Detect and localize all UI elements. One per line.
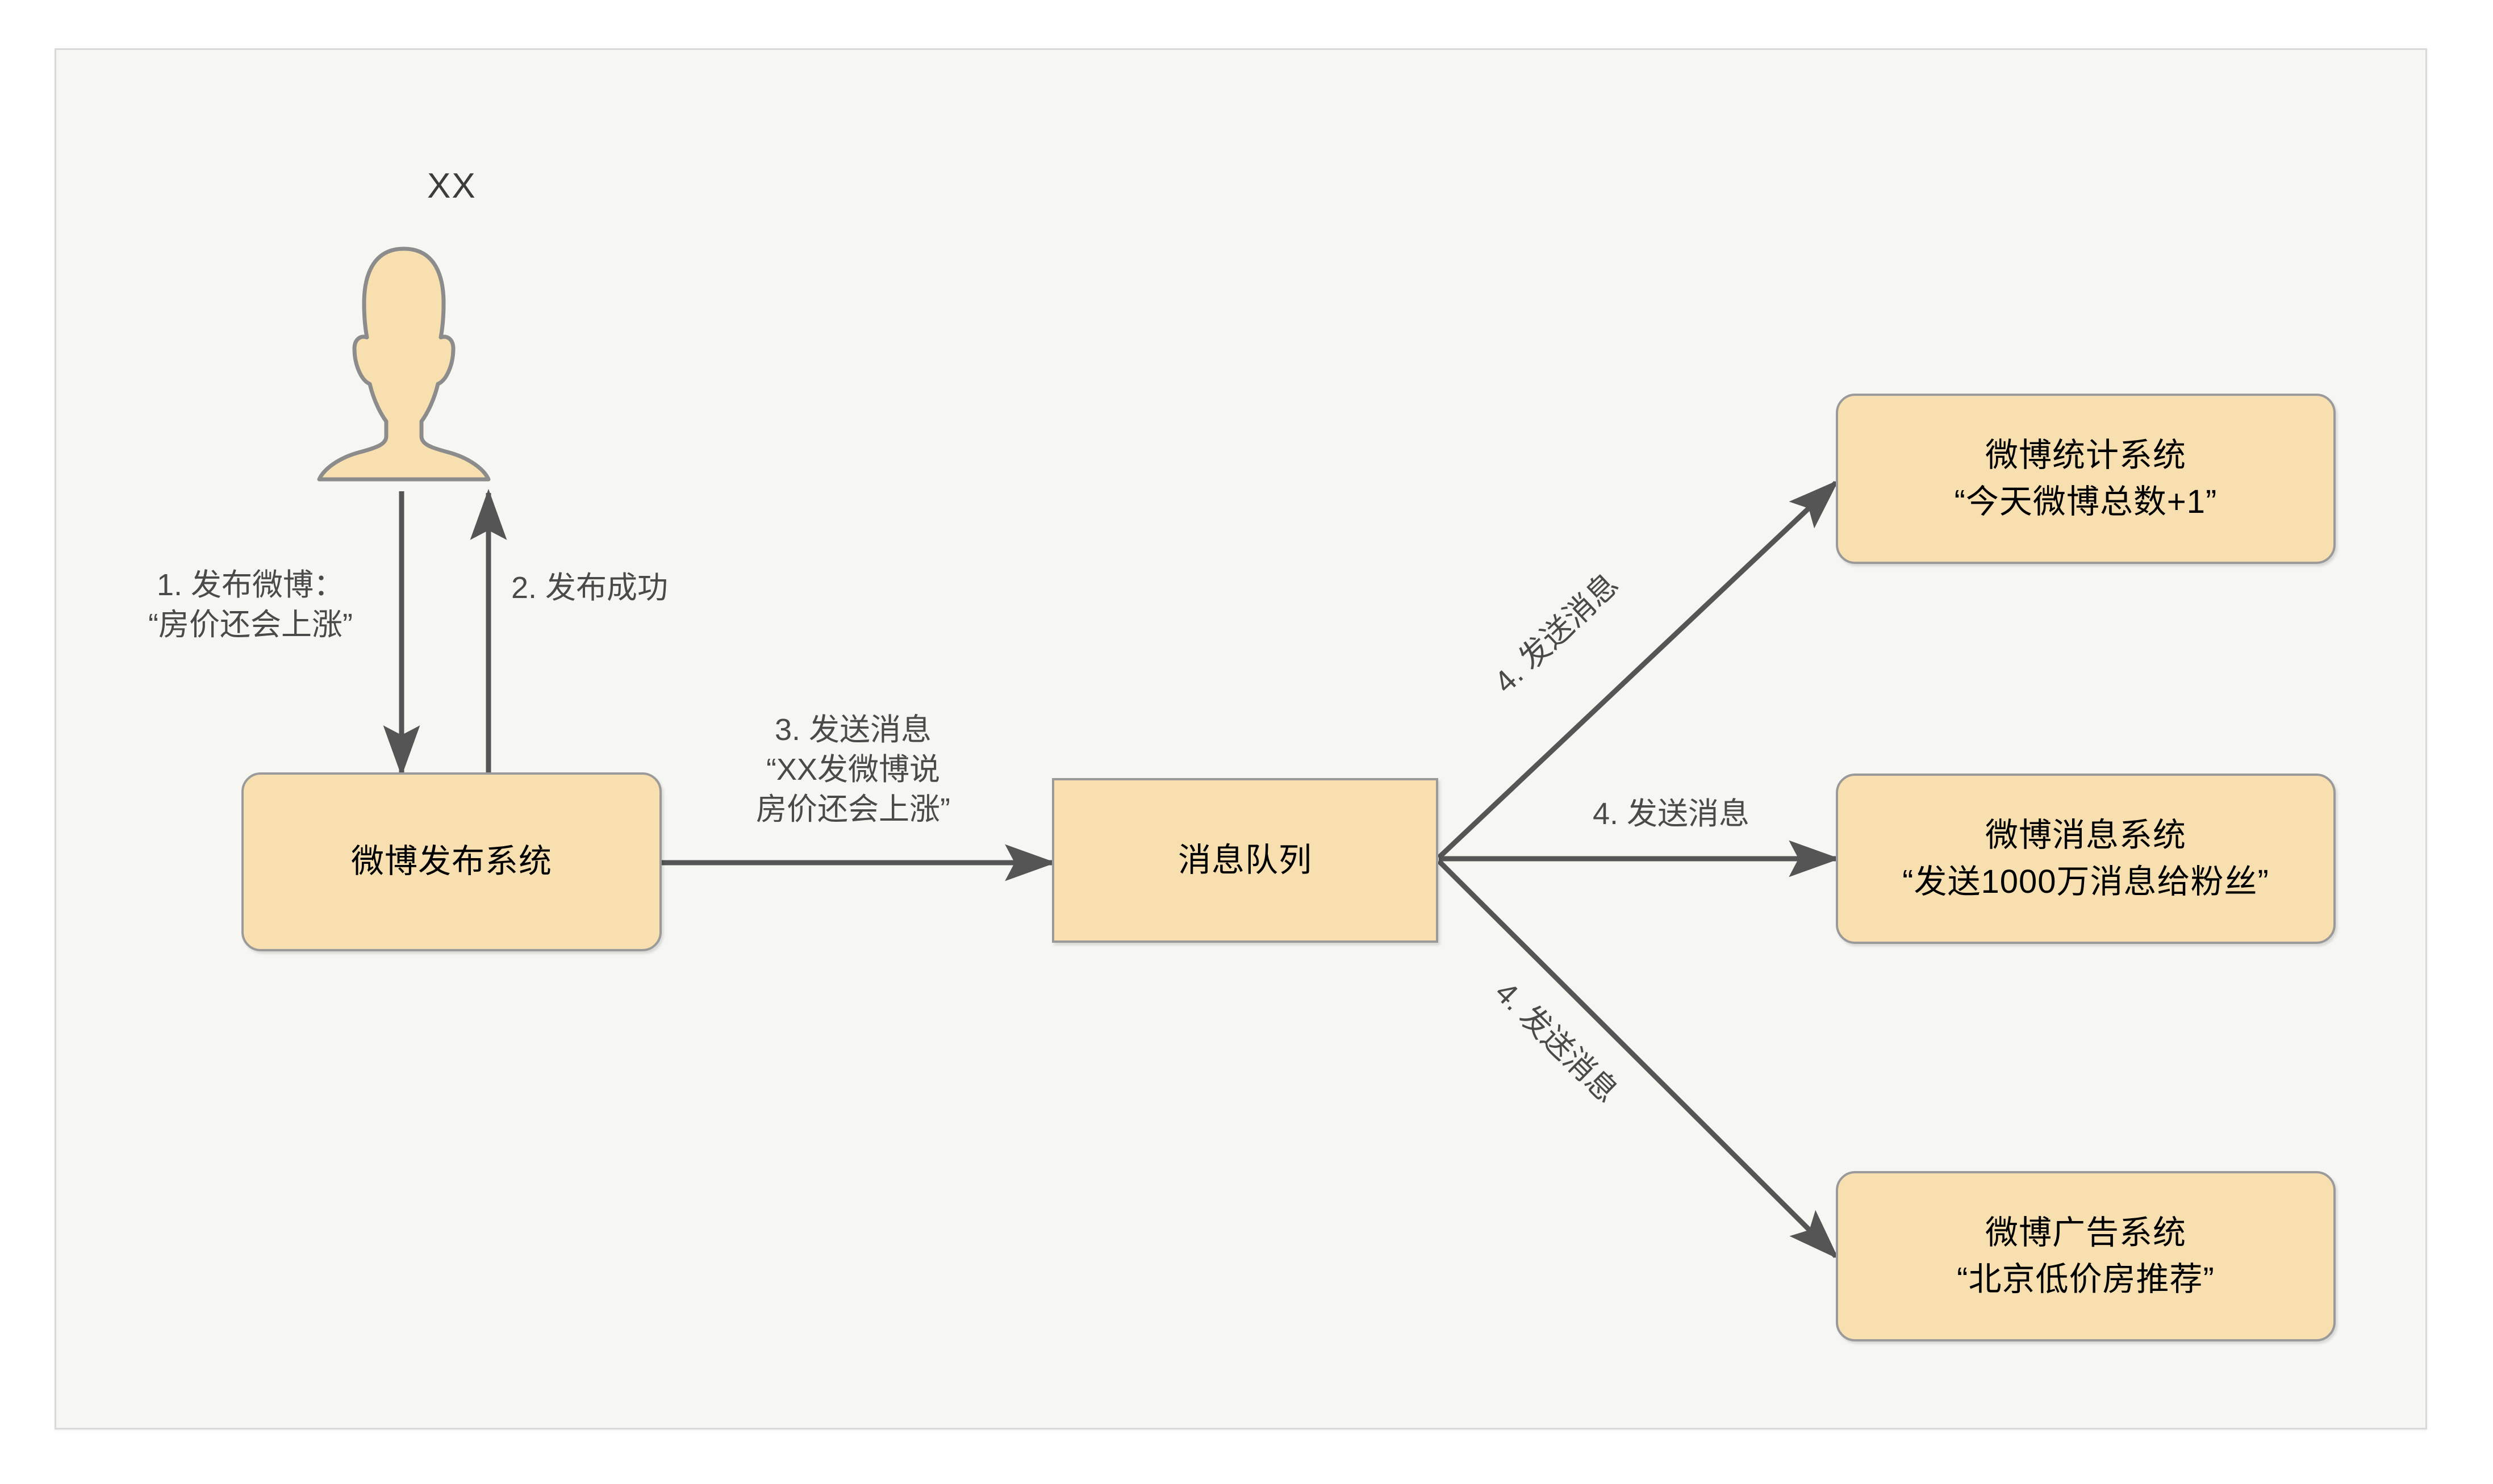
user-silhouette-icon <box>317 246 491 482</box>
edge-3-label-line-3: 房价还会上涨” <box>756 792 950 827</box>
edge-1-label-line-2: “房价还会上涨” <box>148 608 353 642</box>
node-message-system-line-2: “发送1000万消息给粉丝” <box>1902 863 2269 900</box>
edge-1-label-line-1: 1. 发布微博： <box>156 568 345 602</box>
edge-2-label: 2. 发布成功 <box>511 568 733 608</box>
node-message-queue[interactable]: 消息队列 <box>1052 778 1438 943</box>
edge-1-label: 1. 发布微博： “房价还会上涨” <box>111 565 390 645</box>
node-stats-system-line-2: “今天微博总数+1” <box>1954 483 2218 520</box>
node-message-system-line-1: 微博消息系统 <box>1985 816 2186 854</box>
edge-2-label-line-1: 2. 发布成功 <box>511 571 669 605</box>
node-message-queue-line-1: 消息队列 <box>1177 841 1312 879</box>
node-ad-system-line-1: 微博广告系统 <box>1985 1214 2186 1251</box>
edge-3-label-line-2: “XX发微博说 <box>766 753 941 787</box>
actor-name-label: XX <box>427 166 477 206</box>
node-publish-system-line-1: 微博发布系统 <box>350 843 552 880</box>
edge-4b-label-line-1: 4. 发送消息 <box>1592 797 1750 831</box>
node-stats-system[interactable]: 微博统计系统 “今天微博总数+1” <box>1836 394 2336 564</box>
node-ad-system-line-2: “北京低价房推荐” <box>1957 1261 2215 1298</box>
node-message-system[interactable]: 微博消息系统 “发送1000万消息给粉丝” <box>1836 774 2336 944</box>
edge-3-label-line-1: 3. 发送消息 <box>774 713 932 747</box>
edge-3-label: 3. 发送消息 “XX发微博说 房价还会上涨” <box>717 710 989 830</box>
node-ad-system[interactable]: 微博广告系统 “北京低价房推荐” <box>1836 1171 2336 1341</box>
node-stats-system-line-1: 微博统计系统 <box>1985 436 2186 474</box>
node-publish-system[interactable]: 微博发布系统 <box>241 772 662 951</box>
edge-4b-label: 4. 发送消息 <box>1557 794 1785 834</box>
